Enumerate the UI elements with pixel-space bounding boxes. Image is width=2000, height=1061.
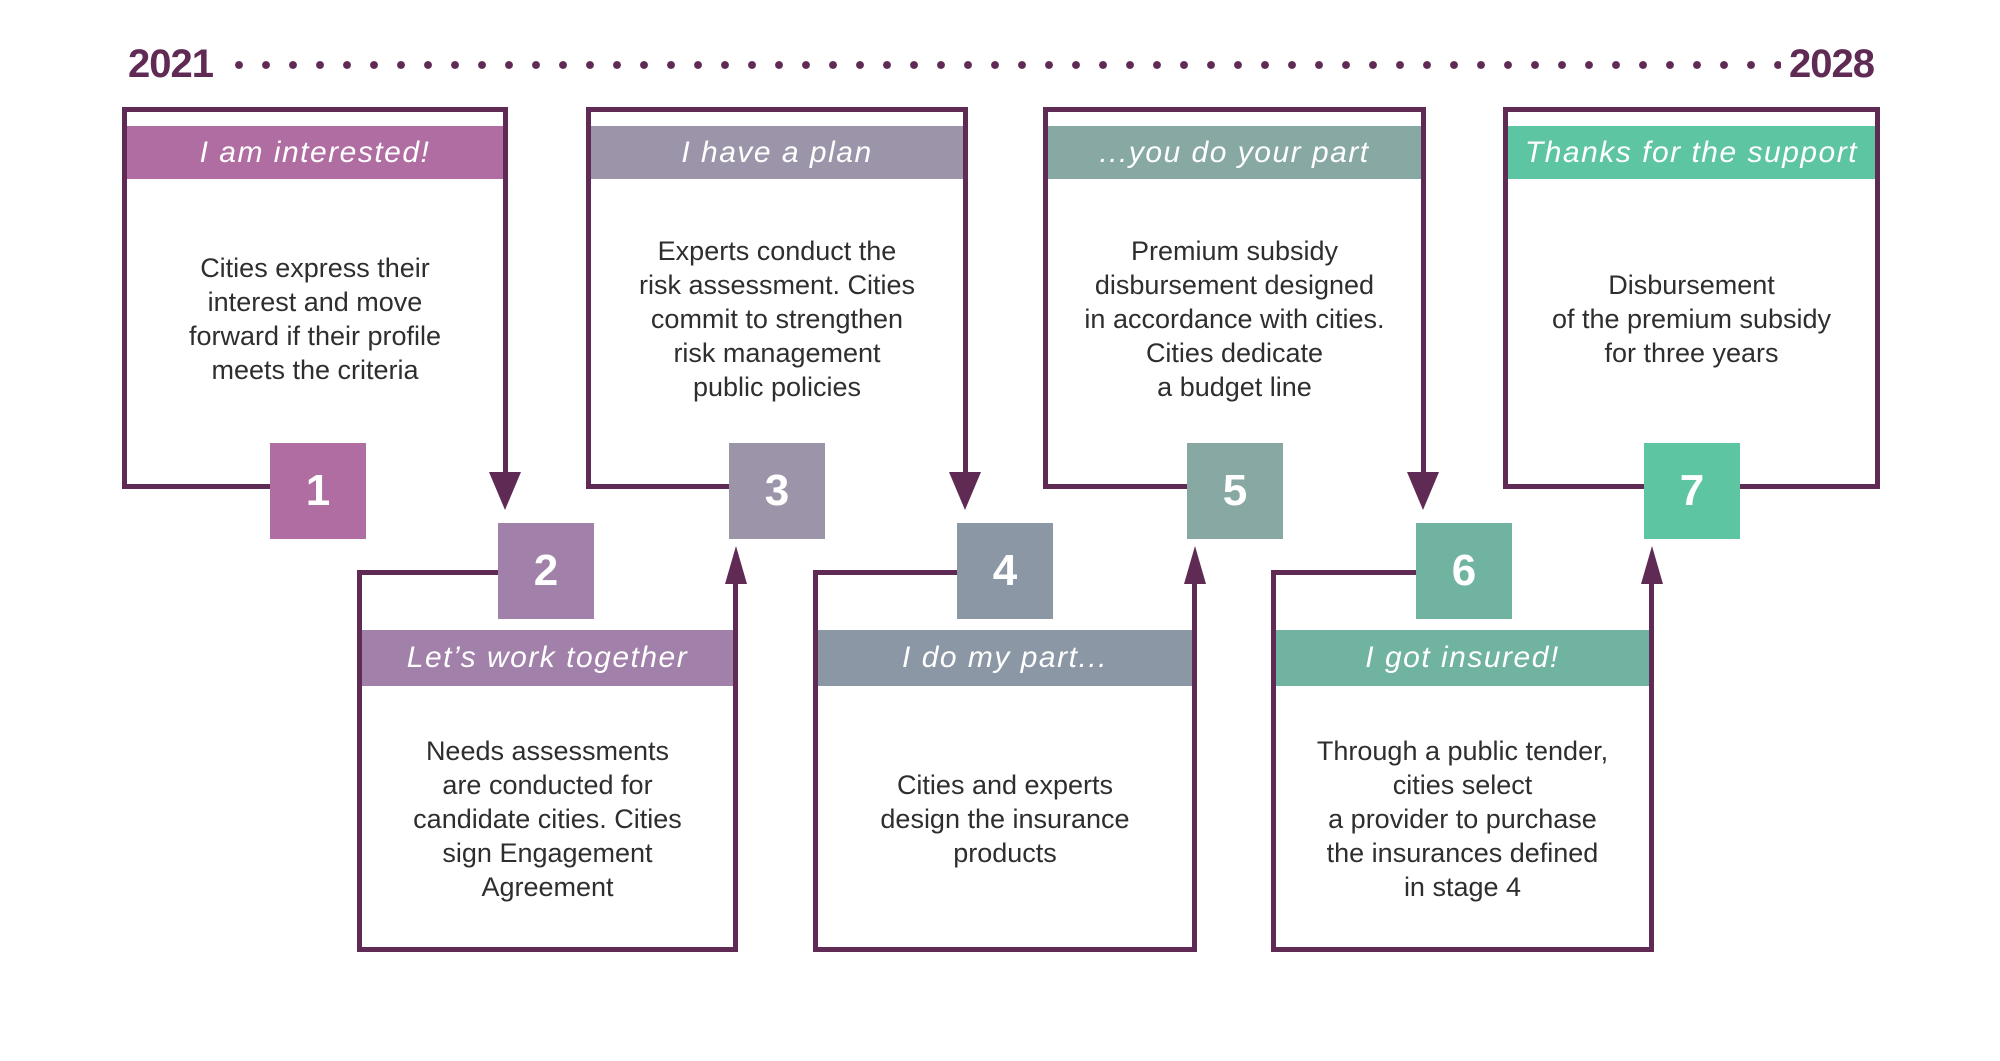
stage-6-description: Through a public tender, cities select a…: [1316, 736, 1609, 902]
stage-2-description: Needs assessments are conducted for cand…: [413, 736, 682, 902]
stage-5-border-left: [1043, 107, 1048, 489]
stage-7-border-right: [1875, 107, 1880, 489]
timeline-start-year: 2021: [128, 42, 214, 86]
stage-5-number-badge: 5: [1187, 443, 1283, 539]
stage-1-border-right: [503, 107, 508, 489]
stage-7-border-top: [1503, 107, 1880, 112]
arrow-stage2-to-stage3-icon: [725, 546, 747, 584]
stage-6-border-right: [1649, 570, 1654, 952]
stage-3-border-left: [586, 107, 591, 489]
stage-7-border-left: [1503, 107, 1508, 489]
arrow-stage5-to-stage6-icon: [1407, 472, 1439, 510]
stage-4-number-badge: 4: [957, 523, 1053, 619]
stage-3-description: Experts conduct the risk assessment. Cit…: [638, 236, 916, 402]
stage-5-description: Premium subsidy disbursement designed in…: [1084, 236, 1385, 402]
stage-2-header: Let’s work together: [362, 630, 733, 686]
stage-5-border-top: [1043, 107, 1426, 112]
arrow-stage4-to-stage5-icon: [1184, 546, 1206, 584]
stage-7-number-badge: 7: [1644, 443, 1740, 539]
stage-1-card: I am interested! Cities express their in…: [122, 107, 508, 489]
stage-4-border-top: [813, 570, 1005, 575]
arrow-stage1-to-stage2-icon: [489, 472, 521, 510]
stage-2-border-bottom: [357, 947, 738, 952]
stage-7-card: Thanks for the support Disbursement of t…: [1503, 107, 1880, 489]
stage-6-number-badge: 6: [1416, 523, 1512, 619]
stage-4-card: I do my part... Cities and experts desig…: [813, 570, 1197, 952]
timeline-dotted-line: [233, 59, 1781, 71]
stage-4-border-left: [813, 570, 818, 952]
stage-2-border-top: [357, 570, 546, 575]
stage-6-border-left: [1271, 570, 1276, 952]
stage-3-card: I have a plan Experts conduct the risk a…: [586, 107, 968, 489]
arrow-stage3-to-stage4-icon: [949, 472, 981, 510]
stage-5-card: ...you do your part Premium subsidy disb…: [1043, 107, 1426, 489]
stage-6-border-bottom: [1271, 947, 1654, 952]
stage-6-border-top: [1271, 570, 1464, 575]
stage-3-header: I have a plan: [591, 126, 963, 179]
stage-3-border-right: [963, 107, 968, 489]
stage-1-description: Cities express their interest and move f…: [188, 253, 442, 385]
stage-1-number-badge: 1: [270, 443, 366, 539]
stage-7-description: Disbursement of the premium subsidy for …: [1551, 270, 1832, 368]
stage-2-number-badge: 2: [498, 523, 594, 619]
stage-6-card: I got insured! Through a public tender, …: [1271, 570, 1654, 952]
stage-2-card: Let’s work together Needs assessments ar…: [357, 570, 738, 952]
stage-4-border-bottom: [813, 947, 1197, 952]
stage-2-border-left: [357, 570, 362, 952]
stage-1-border-top: [122, 107, 508, 112]
stage-5-border-right: [1421, 107, 1426, 489]
stage-4-description: Cities and experts design the insurance …: [880, 770, 1130, 868]
stage-3-border-top: [586, 107, 968, 112]
stage-5-border-bottom: [1043, 484, 1235, 489]
stage-1-border-bottom: [122, 484, 318, 489]
stage-4-border-right: [1192, 570, 1197, 952]
stage-6-header: I got insured!: [1276, 630, 1649, 686]
timeline-end-year: 2028: [1789, 42, 1875, 86]
stage-2-border-right: [733, 570, 738, 952]
stage-5-header: ...you do your part: [1048, 126, 1421, 179]
arrow-stage6-to-stage7-icon: [1641, 546, 1663, 584]
stage-4-header: I do my part...: [818, 630, 1192, 686]
stage-3-border-bottom: [586, 484, 777, 489]
stage-3-number-badge: 3: [729, 443, 825, 539]
stage-1-header: I am interested!: [127, 126, 503, 179]
stage-1-border-left: [122, 107, 127, 489]
stage-7-header: Thanks for the support: [1508, 126, 1875, 179]
